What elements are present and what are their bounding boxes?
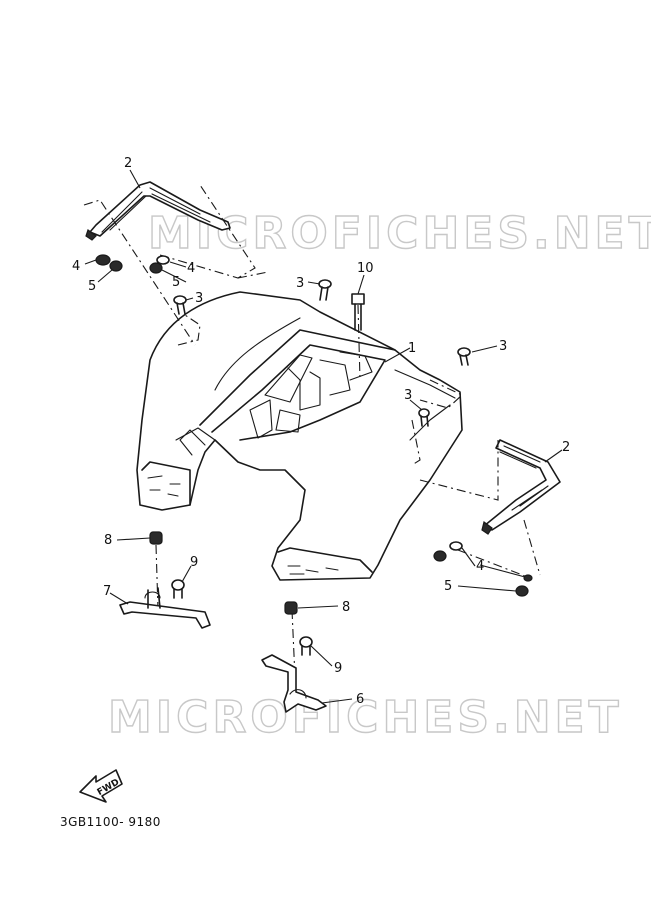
grommet-8-left — [149, 531, 163, 545]
washer-4-left — [95, 254, 111, 266]
bolt-9-left — [171, 579, 185, 599]
callout-1: 1 — [408, 341, 416, 356]
washer-4-mid — [156, 255, 170, 265]
callout-3-left: 3 — [195, 291, 203, 306]
nut-5-left — [109, 260, 123, 272]
nut-5-mid — [149, 262, 163, 274]
callout-4-right: 4 — [476, 559, 484, 574]
screw-3-right-mid — [418, 408, 430, 427]
callout-6: 6 — [356, 692, 364, 707]
callout-9-mid: 9 — [334, 661, 342, 676]
callout-3-right-mid: 3 — [404, 388, 412, 403]
leader-lines — [84, 169, 563, 704]
grommet-8-mid — [284, 601, 298, 615]
callout-3-right-top: 3 — [499, 339, 507, 354]
callout-2-left: 2 — [124, 156, 132, 171]
callout-8-mid: 8 — [342, 600, 350, 615]
install-lines — [83, 184, 541, 701]
callout-5-left: 5 — [88, 279, 96, 294]
screw-3-right-top — [457, 347, 471, 366]
diagram-code: 3GB1100- 9180 — [60, 815, 161, 829]
callout-4-mid: 4 — [187, 261, 195, 276]
callout-4-left: 4 — [72, 259, 80, 274]
callouts: 2 4 5 4 5 3 3 10 1 3 3 2 4 5 8 8 9 9 7 6 — [72, 156, 570, 707]
stay-7 — [119, 587, 211, 629]
callout-7: 7 — [103, 584, 111, 599]
watermark-bottom: MICROFICHES.NET — [108, 692, 623, 743]
washer-4-right — [449, 541, 533, 582]
screw-3-left — [173, 295, 187, 315]
callout-3-top: 3 — [296, 276, 304, 291]
callout-2-right: 2 — [562, 440, 570, 455]
screw-3-top — [318, 279, 332, 301]
left-grab-bar — [85, 181, 231, 241]
bolt-9-mid — [299, 636, 313, 656]
fwd-arrow-icon: FWD — [79, 769, 123, 803]
right-grab-bar — [481, 439, 561, 535]
watermark-top: MICROFICHES.NET — [148, 208, 651, 259]
stay-6 — [261, 654, 327, 713]
callout-8-left: 8 — [104, 533, 112, 548]
callout-5-mid: 5 — [172, 275, 180, 290]
callout-9-left: 9 — [190, 555, 198, 570]
callout-10: 10 — [357, 261, 374, 276]
callout-5-right: 5 — [444, 579, 452, 594]
rear-fender — [136, 291, 463, 581]
